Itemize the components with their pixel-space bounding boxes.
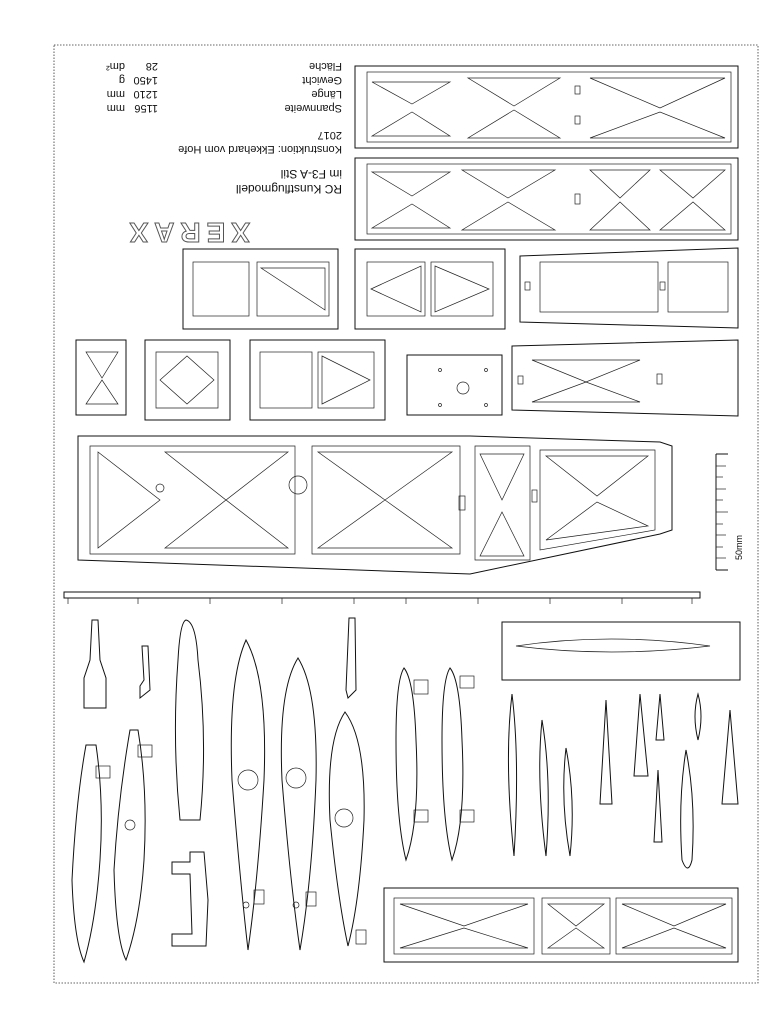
- wedge-1: [599, 699, 613, 805]
- former-frame-3: [75, 339, 127, 416]
- spec-value: 1450: [134, 74, 158, 86]
- title-line-2: im F3-A Stil: [281, 167, 342, 181]
- spec-unit: mm: [107, 102, 125, 114]
- spec-label: Spannweite: [285, 102, 343, 114]
- aileron-strip-1: [507, 693, 518, 857]
- spec-label: Länge: [311, 88, 342, 100]
- motor-mount-plate: [406, 354, 503, 416]
- fin-long-1: [174, 619, 205, 821]
- small-strut-3: [345, 617, 357, 699]
- spec-value: 1210: [134, 88, 158, 100]
- aileron-strip-2: [539, 719, 549, 857]
- former-frame-4: [144, 339, 231, 421]
- spec-label: Gewicht: [302, 74, 342, 86]
- credit-line: Konstruktion: Ekkehard vom Hofe: [178, 143, 342, 155]
- former-frame-1: [182, 248, 339, 330]
- tail-panel-2: [511, 339, 739, 417]
- former-frame-5: [249, 339, 386, 421]
- side-rib-left-1: [71, 744, 111, 964]
- logo-text: XERAX: [124, 217, 250, 248]
- spec-unit: dm²: [106, 60, 125, 72]
- long-tabbed-strip: [63, 591, 701, 604]
- fin-rib-3: [328, 711, 367, 947]
- tail-strut-long: [680, 749, 694, 869]
- fuselage-panel-bottom: [383, 887, 739, 963]
- spec-unit: mm: [107, 88, 125, 100]
- former-frame-2: [354, 248, 506, 330]
- title-block: XERAX RC Kunstflugmodell im F3-A Stil Ko…: [106, 60, 343, 249]
- fuselage-side-large: [77, 435, 673, 575]
- spec-value: 1156: [134, 102, 158, 114]
- title-line-1: RC Kunstflugmodell: [236, 182, 342, 196]
- spec-unit: g: [119, 74, 125, 86]
- year-text: 2017: [318, 129, 342, 141]
- small-strut-1: [83, 619, 107, 709]
- small-oval: [694, 692, 702, 741]
- spinner-template-box: [501, 621, 741, 681]
- aileron-strip-3: [563, 747, 573, 857]
- wedge-2: [633, 693, 649, 777]
- sheet-border: [53, 44, 759, 984]
- fin-rib-1: [230, 638, 266, 951]
- spec-value: 28: [146, 60, 158, 72]
- scale-label: 50mm: [734, 535, 744, 560]
- mid-strut-2: [441, 667, 475, 862]
- small-strut-2: [139, 645, 151, 700]
- side-rib-left-2: [113, 729, 153, 962]
- spec-label: Fläche: [309, 60, 342, 72]
- wedge-3: [653, 693, 665, 843]
- scale-bar: 50mm: [715, 453, 744, 571]
- fuselage-panel-second: [354, 157, 739, 241]
- tail-panel-1: [519, 247, 739, 329]
- bracket-part: [171, 851, 209, 947]
- mid-strut-1: [395, 667, 429, 862]
- wedge-4: [721, 709, 739, 805]
- fin-rib-2: [280, 657, 317, 951]
- fuselage-panel-top: [354, 65, 739, 149]
